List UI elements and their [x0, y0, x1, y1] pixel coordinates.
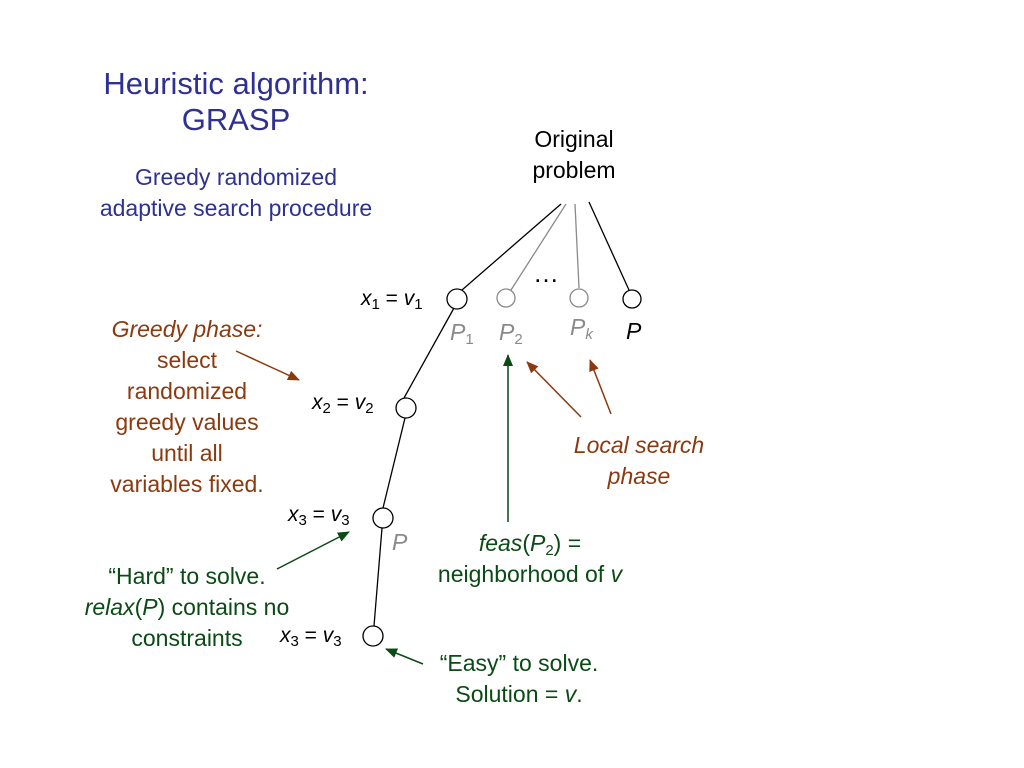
greedy-line-2: randomized: [126, 378, 248, 404]
edge-p1-n2: [403, 307, 455, 399]
slide-title: Heuristic algorithm: GRASP: [60, 66, 412, 138]
subproblem-p1: P1: [450, 317, 474, 348]
local-search-line-1: Local search: [573, 432, 705, 458]
n4-var: x: [280, 624, 291, 647]
n4-val-sub: 3: [333, 633, 342, 650]
local-search-line-2: phase: [607, 463, 671, 489]
n4-val: v: [322, 624, 334, 647]
hard-line-3: constraints: [131, 625, 243, 651]
n1-eq: =: [379, 287, 404, 310]
node-label-4: x3 = v3: [280, 624, 342, 650]
p1-name: P: [450, 319, 466, 345]
node-p: [622, 289, 642, 309]
n3-val-sub: 3: [341, 512, 350, 529]
node-label-1: x1 = v1: [361, 287, 423, 313]
n2-val-sub: 2: [365, 400, 374, 417]
greedy-heading: Greedy phase:: [111, 316, 263, 342]
root-label: Original problem: [514, 124, 634, 186]
node-n3: [372, 507, 394, 529]
pk-sub: k: [585, 326, 593, 343]
n3-eq: =: [306, 503, 331, 526]
n3-var: x: [288, 503, 299, 526]
root-line-1: Original: [534, 126, 614, 152]
p-mid-name: P: [392, 529, 408, 555]
ellipsis: …: [533, 258, 559, 288]
pk-name: P: [570, 314, 586, 340]
node-pk: [569, 288, 589, 308]
feas-line-2: neighborhood of v: [437, 561, 623, 587]
feas-line-1: feas(P2) =: [478, 530, 582, 559]
n1-val-sub: 1: [414, 296, 423, 313]
greedy-phase-annotation: Greedy phase: select randomized greedy v…: [92, 314, 282, 500]
edge-n2-n3: [382, 417, 406, 509]
easy-annotation: “Easy” to solve. Solution = v.: [414, 648, 624, 710]
edge-root-p: [588, 201, 630, 291]
root-line-2: problem: [532, 157, 616, 183]
edge-root-pk: [574, 203, 580, 289]
n2-var-sub: 2: [322, 400, 331, 417]
subproblem-p-mid: P: [392, 527, 407, 558]
n1-var-sub: 1: [371, 296, 380, 313]
node-n4: [362, 625, 384, 647]
n1-val: v: [403, 287, 415, 310]
subproblem-pk: Pk: [570, 312, 593, 343]
easy-line-2: Solution = v.: [455, 681, 583, 707]
edge-root-p2: [510, 203, 567, 291]
arrow-local-p2: [526, 361, 582, 418]
n3-val: v: [330, 503, 342, 526]
subtitle-line-1: Greedy randomized: [135, 164, 337, 190]
arrow-hard: [276, 531, 350, 570]
node-p2: [496, 288, 516, 308]
greedy-line-4: until all: [151, 440, 223, 466]
n2-var: x: [312, 391, 323, 414]
node-label-2: x2 = v2: [312, 391, 374, 417]
n4-var-sub: 3: [290, 633, 299, 650]
p-name: P: [626, 318, 642, 344]
title-line-1: Heuristic algorithm:: [103, 66, 369, 101]
edge-n3-n4: [373, 527, 383, 627]
local-search-annotation: Local search phase: [554, 430, 724, 492]
hard-line-1: “Hard” to solve.: [108, 563, 266, 589]
subproblem-p2: P2: [499, 317, 523, 348]
n2-eq: =: [330, 391, 355, 414]
node-label-3: x3 = v3: [288, 503, 350, 529]
greedy-line-3: greedy values: [115, 409, 259, 435]
node-n2: [395, 397, 417, 419]
n3-var-sub: 3: [298, 512, 307, 529]
title-line-2: GRASP: [181, 102, 291, 137]
feas-annotation: feas(P2) = neighborhood of v: [420, 528, 640, 590]
hard-annotation: “Hard” to solve. relax(P) contains no co…: [56, 561, 318, 654]
n4-eq: =: [298, 624, 323, 647]
edge-root-p1: [461, 203, 562, 291]
greedy-line-5: variables fixed.: [110, 471, 264, 497]
p2-sub: 2: [514, 331, 523, 348]
arrow-local-pk: [589, 359, 612, 415]
n2-val: v: [354, 391, 366, 414]
slide-subtitle: Greedy randomized adaptive search proced…: [60, 162, 412, 224]
n1-var: x: [361, 287, 372, 310]
p2-name: P: [499, 319, 515, 345]
hard-line-2: relax(P) contains no: [84, 594, 290, 620]
subproblem-p: P: [626, 316, 641, 347]
arrow-easy: [385, 648, 424, 665]
p1-sub: 1: [465, 331, 474, 348]
subtitle-line-2: adaptive search procedure: [99, 195, 373, 221]
easy-line-1: “Easy” to solve.: [439, 650, 599, 676]
node-p1: [446, 288, 468, 310]
greedy-line-1: select: [156, 347, 218, 373]
arrow-greedy: [235, 350, 300, 381]
